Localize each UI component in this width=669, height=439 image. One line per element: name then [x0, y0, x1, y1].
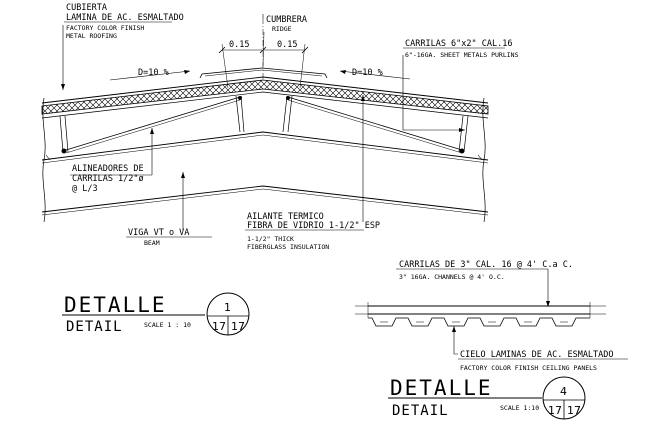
bolt — [459, 148, 465, 154]
sheet-number: 17 — [231, 320, 245, 333]
bracing-rod — [65, 96, 241, 151]
ceiling-panel — [368, 317, 590, 327]
label-cubierta: CUBIERTA — [66, 3, 107, 13]
roof-section-detail: CUBIERTA LAMINA DE AC. ESMALTADO FACTORY… — [41, 3, 519, 251]
break-line-left — [42, 97, 46, 223]
label-lamina: LAMINA DE AC. ESMALTADO — [66, 13, 184, 23]
label-alineadores: ALINEADORES DE — [72, 164, 144, 174]
purlin-line — [41, 91, 489, 119]
label-fiberglass: FIBERGLASS INSULATION — [247, 243, 329, 251]
beam-top-line — [41, 131, 489, 161]
label-factory-finish: FACTORY COLOR FINISH — [66, 24, 144, 32]
detail-scale: SCALE 1:10 — [500, 404, 539, 412]
label-purlins: 6"-16GA. SHEET METALS PURLINS — [405, 51, 519, 59]
label-cumbrera: CUMBRERA — [266, 15, 307, 25]
label-carrilas-channel: CARRILAS DE 3" CAL. 16 @ 4' C.a C. — [399, 260, 573, 270]
label-ridge: RIDGE — [272, 25, 292, 33]
leader-cielo — [453, 326, 458, 355]
label-metal-roofing: METAL ROOFING — [66, 32, 117, 40]
label-beam: BEAM — [144, 239, 160, 247]
detail-title: DETALLE — [390, 376, 493, 400]
leader-carrilas — [402, 55, 465, 131]
insulation-layer — [41, 79, 489, 115]
label-channels: 3" 16GA. CHANNELS @ 4' O.C. — [399, 273, 505, 281]
label-ceiling-panels: FACTORY COLOR FINISH CEILING PANELS — [460, 364, 597, 372]
break-line-right — [482, 97, 486, 223]
label-slope-right: D=10 % — [352, 68, 383, 78]
label-spacing: @ L/3 — [72, 184, 98, 194]
detail-title: DETALLE — [64, 293, 167, 317]
label-viga: VIGA VT o VA — [128, 228, 189, 238]
bolt — [61, 148, 67, 154]
label-aislante: AILANTE TERMICO — [247, 212, 324, 222]
label-carrilas-rod: CARRILAS 1/2"ø — [72, 174, 144, 184]
label-thick: 1-1/2" THICK — [247, 235, 294, 243]
detail-subtitle: DETAIL — [66, 319, 123, 335]
label-fibra: FIBRA DE VIDRIO 1-1/2" ESP — [247, 221, 380, 231]
beam-bottom-line — [41, 185, 489, 213]
label-carrilas: CARRILAS 6"x2" CAL.16 — [405, 39, 512, 49]
label-slope-left: D=10 % — [138, 68, 169, 78]
ridge-cap — [199, 67, 328, 79]
sheet-number: 17 — [212, 320, 226, 333]
title-block-detail-4: DETALLE DETAIL SCALE 1:10 4 17 17 — [388, 376, 586, 420]
dim-label-left: 0.15 — [229, 40, 249, 50]
detail-subtitle: DETAIL — [392, 403, 449, 419]
detail-number: 1 — [224, 301, 231, 314]
dim-label-right: 0.15 — [277, 40, 297, 50]
slope-arrow-left — [109, 70, 191, 81]
ceiling-section-detail: CARRILAS DE 3" CAL. 16 @ 4' C.a C. 3" 16… — [355, 260, 628, 372]
leader-cumbrera — [262, 31, 265, 67]
slope-arrow-right — [339, 70, 411, 80]
sheet-number: 17 — [567, 404, 581, 417]
detail-number: 4 — [560, 385, 567, 398]
title-block-detail-1: DETALLE DETAIL SCALE 1 : 10 1 17 17 — [62, 292, 250, 336]
sheet-number: 17 — [548, 404, 562, 417]
purlin-post — [59, 115, 69, 153]
label-cielo: CIELO LAMINAS DE AC. ESMALTADO — [460, 350, 614, 360]
detail-scale: SCALE 1 : 10 — [144, 321, 191, 329]
